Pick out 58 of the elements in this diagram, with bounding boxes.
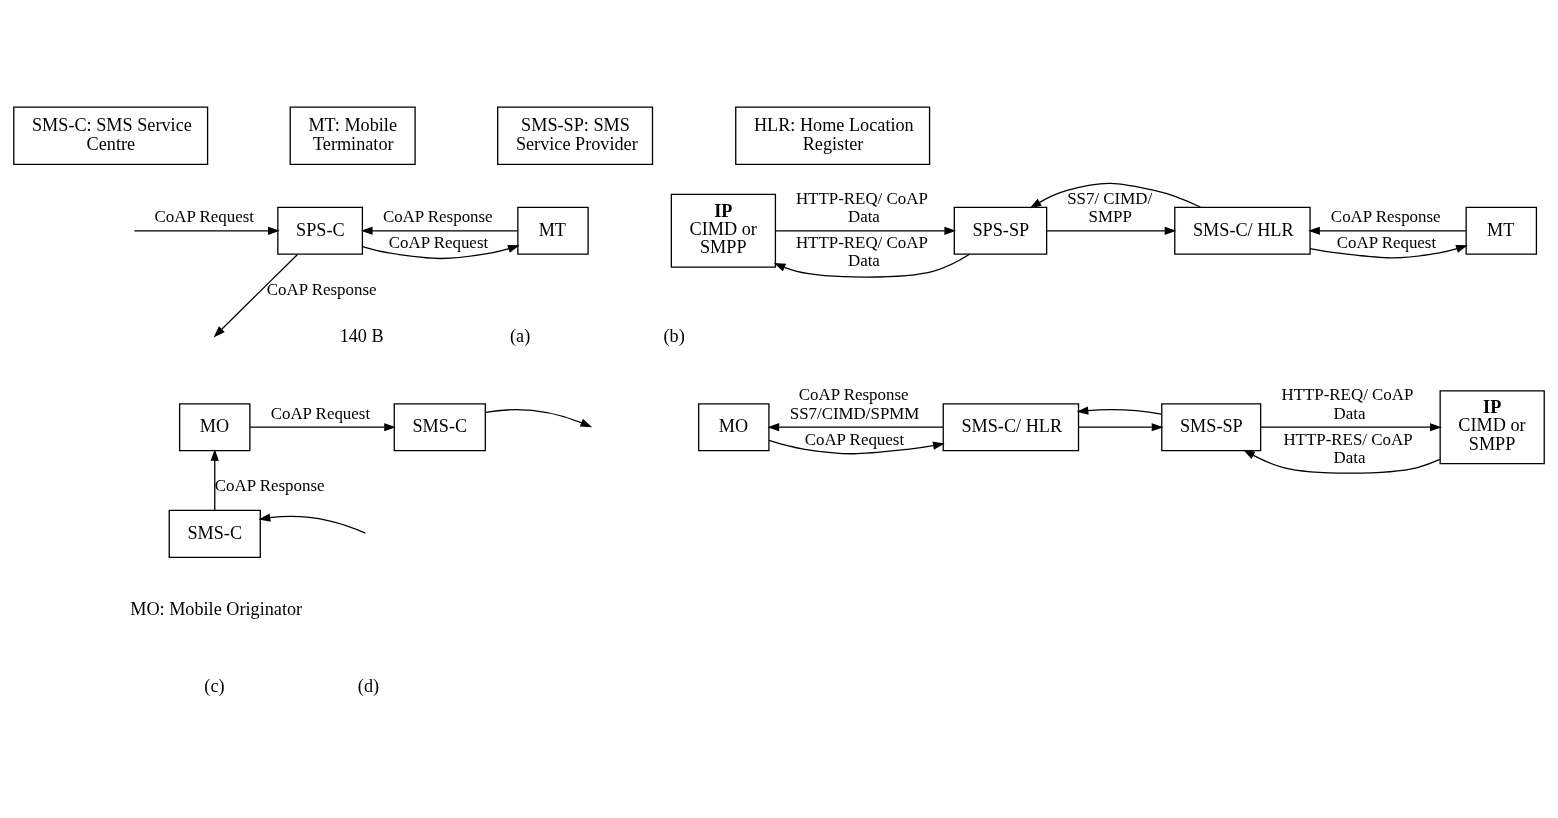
- edge-label: HTTP-REQ/ CoAP Data: [795, 233, 928, 271]
- node-box: HLR: Home Location Register: [735, 106, 931, 166]
- node-box: MO: [179, 403, 251, 452]
- arrow: [360, 226, 519, 235]
- node-box: SMS-C: [393, 403, 486, 452]
- arrow: [774, 226, 957, 235]
- arrow: [258, 513, 366, 534]
- node-box: SPS-C: [277, 206, 364, 255]
- edge-label: HTTP-REQ/ CoAP Data: [795, 188, 928, 227]
- arrow: [1076, 406, 1163, 415]
- arrow: [1260, 423, 1442, 432]
- label: (b): [663, 326, 685, 347]
- node-box: IP CIMD or SMPP: [1439, 390, 1545, 465]
- edge-label: CoAP Response: [1330, 207, 1441, 227]
- arrow: [133, 226, 280, 235]
- arrow: [361, 244, 520, 260]
- arrow: [1046, 226, 1177, 235]
- arrow: [768, 439, 945, 455]
- arrow: [484, 409, 593, 428]
- label: 140 B: [339, 326, 384, 347]
- edge-label: CoAP Response: [214, 476, 325, 496]
- label: (c): [204, 676, 225, 697]
- node-box: MT: Mobile Terminator: [289, 106, 416, 166]
- arrow: [1077, 423, 1164, 432]
- node-box: SMS-C/ HLR: [1174, 206, 1311, 255]
- node-box: SMS-SP: SMS Service Provider: [497, 106, 654, 166]
- arrow: [210, 449, 219, 512]
- edge-label: CoAP Request: [1336, 233, 1437, 253]
- arrow: [1309, 244, 1468, 259]
- arrow: [213, 254, 298, 338]
- label: (a): [510, 326, 531, 347]
- edge-label: CoAP Response SS7/CIMD/SPMM: [789, 385, 920, 423]
- node-box: SPS-SP: [953, 206, 1048, 255]
- node-box: SMS-SP: [1161, 403, 1262, 452]
- edge-label: HTTP-RES/ CoAP Data: [1283, 429, 1413, 467]
- arrow: [249, 423, 396, 432]
- node-box: IP CIMD or SMPP: [670, 193, 777, 268]
- edge-label: CoAP Request: [804, 429, 905, 449]
- arrow: [1029, 182, 1202, 209]
- node-box: MO: [698, 403, 770, 452]
- edge-label: CoAP Response: [382, 207, 493, 227]
- node-box: SMS-C: [168, 509, 261, 558]
- edge-label: CoAP Request: [154, 207, 255, 227]
- node-box: SMS-C: SMS Service Centre: [13, 106, 209, 166]
- arrow: [1243, 449, 1441, 474]
- edge-label: CoAP Response: [266, 280, 377, 300]
- edge-label: SS7/ CIMD/ SMPP: [1067, 188, 1153, 227]
- node-box: MT: [1465, 206, 1538, 255]
- edge-label: CoAP Request: [270, 403, 371, 423]
- label: MO: Mobile Originator: [130, 599, 303, 620]
- label: (d): [357, 676, 380, 697]
- edge-label: HTTP-REQ/ CoAP Data: [1281, 385, 1414, 423]
- arrow: [773, 253, 971, 278]
- edge-label: CoAP Request: [388, 233, 489, 253]
- arrow: [767, 423, 944, 432]
- node-box: SMS-C/ HLR: [942, 403, 1080, 452]
- arrow: [1308, 226, 1467, 235]
- node-box: MT: [517, 206, 589, 255]
